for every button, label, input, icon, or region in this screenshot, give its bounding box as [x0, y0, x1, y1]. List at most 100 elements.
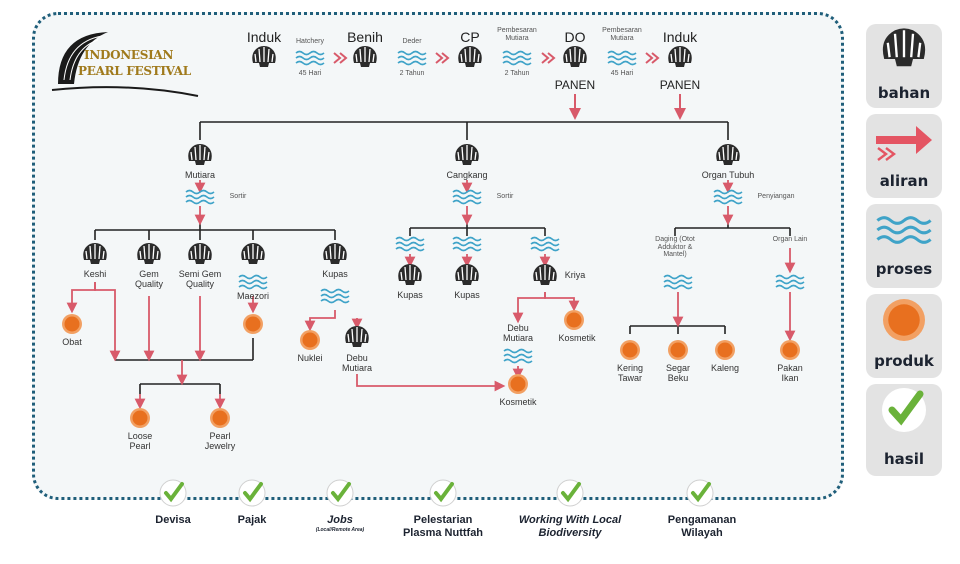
shell-icon: [715, 143, 741, 166]
product-icon: [508, 374, 528, 394]
duration-label: 2 Tahun: [504, 70, 530, 77]
outcome-wilayah: Pengamanan Wilayah: [652, 514, 752, 540]
wave-icon: [238, 274, 268, 290]
wave-icon: [452, 236, 482, 252]
wave-icon: [185, 189, 215, 205]
shell-icon: [454, 143, 480, 166]
shell-icon: [397, 263, 423, 286]
product-icon: [243, 314, 263, 334]
pearl-jewelry-label: Pearl Jewelry: [204, 431, 236, 451]
kosmetik-label: Kosmetik: [558, 333, 596, 343]
process-label: Deder: [402, 38, 422, 45]
tree-lines: [94, 121, 791, 394]
wave-icon: [530, 236, 560, 252]
diagram-frame: [32, 12, 844, 500]
duration-label: 45 Hari: [610, 70, 634, 77]
wave-icon: [395, 236, 425, 252]
product-icon: [668, 340, 688, 360]
kering-tawar-label: Kering Tawar: [616, 363, 643, 383]
kosmetik-label: Kosmetik: [499, 397, 537, 407]
shell-icon: [322, 242, 348, 265]
shell-icon: [136, 242, 162, 265]
check-icon: [556, 479, 584, 507]
shell-icon: [240, 242, 266, 265]
outcome-label: Jobs: [327, 514, 353, 526]
check-icon: [326, 479, 354, 507]
branch-cangkang-label: Cangkang: [446, 170, 488, 180]
check-icon: [429, 479, 457, 507]
logo-swoosh-icon: [51, 32, 199, 97]
double-arrow-icon: [435, 52, 449, 64]
branch-organ-label: Organ Tubuh: [701, 170, 755, 180]
maezori-label: Maezori: [236, 291, 270, 301]
wave-icon: [502, 50, 532, 66]
semi-gem-quality-label: Semi Gem Quality: [178, 269, 222, 289]
branch-mutiara-label: Mutiara: [184, 170, 216, 180]
shell-icon: [667, 45, 693, 68]
product-icon: [780, 340, 800, 360]
outcome-label: Pelestarian Plasma Nuttfah: [402, 514, 484, 540]
pakan-ikan-label: Pakan Ikan: [777, 363, 803, 383]
stage-label: Induk: [662, 29, 698, 45]
product-icon: [210, 408, 230, 428]
wave-icon: [320, 288, 350, 304]
logo-line-2: PEARL FESTIVAL: [78, 64, 191, 78]
segar-beku-label: Segar Beku: [665, 363, 691, 383]
check-icon: [686, 479, 714, 507]
shell-icon: [454, 263, 480, 286]
keshi-label: Keshi: [83, 269, 107, 279]
outcome-label: Working With Local Biodiversity: [518, 514, 622, 540]
product-icon: [300, 330, 320, 350]
outcome-label: Devisa: [155, 514, 191, 526]
kupas-label: Kupas: [454, 290, 480, 300]
legend-label: produk: [874, 352, 934, 370]
process-label: Hatchery: [295, 38, 325, 45]
nuklei-label: Nuklei: [297, 353, 323, 363]
daging-label: Daging (Otot Adduktor & Mantel): [655, 236, 695, 259]
legend-label: proses: [875, 260, 933, 278]
outcome-plasma: Pelestarian Plasma Nuttfah: [393, 514, 493, 540]
gem-quality-label: Gem Quality: [134, 269, 163, 289]
product-icon: [620, 340, 640, 360]
stage-label: DO: [564, 29, 586, 45]
product-icon: [62, 314, 82, 334]
double-arrow-icon: [645, 52, 659, 64]
double-arrow-icon: [541, 52, 555, 64]
shell-icon: [187, 242, 213, 265]
outcome-pajak: Pajak: [238, 514, 267, 527]
panen-label: PANEN: [554, 78, 596, 92]
wave-icon: [503, 348, 533, 364]
wave-icon: [452, 189, 482, 205]
shell-icon: [344, 325, 370, 348]
wave-icon: [713, 189, 743, 205]
outcome-devisa: Devisa: [155, 514, 190, 527]
wave-icon: [607, 50, 637, 66]
outcome-biodiversity: Working With Local Biodiversity: [505, 514, 635, 540]
kupas-label: Kupas: [322, 269, 348, 279]
outcome-jobs: Jobs(Local/Remote Area): [316, 514, 364, 533]
stage-label: CP: [460, 29, 480, 45]
process-label: Sortir: [229, 193, 247, 200]
duration-label: 45 Hari: [298, 70, 322, 77]
product-icon: [130, 408, 150, 428]
outcome-label: Pajak: [237, 514, 267, 526]
logo-line-1: INDONESIAN: [84, 48, 174, 62]
outcome-checks: [159, 479, 714, 507]
process-label: Penyiangan: [757, 193, 795, 200]
shell-icon: [251, 45, 277, 68]
stage-label: Benih: [347, 29, 383, 45]
shell-icon: [532, 263, 558, 286]
wave-icon: [775, 274, 805, 290]
outcome-label: Pengamanan Wilayah: [667, 514, 737, 540]
panen-label: PANEN: [659, 78, 701, 92]
product-icon: [715, 340, 735, 360]
debu-mutiara-label: Debu Mutiara: [341, 353, 372, 373]
outcome-sublabel: (Local/Remote Area): [315, 527, 365, 534]
indonesian-pearl-festival-logo: INDONESIAN PEARL FESTIVAL: [48, 24, 208, 100]
wave-icon: [397, 50, 427, 66]
legend-label: bahan: [877, 84, 931, 102]
shell-icon: [352, 45, 378, 68]
shell-icon: [457, 45, 483, 68]
process-label: Sortir: [496, 193, 514, 200]
